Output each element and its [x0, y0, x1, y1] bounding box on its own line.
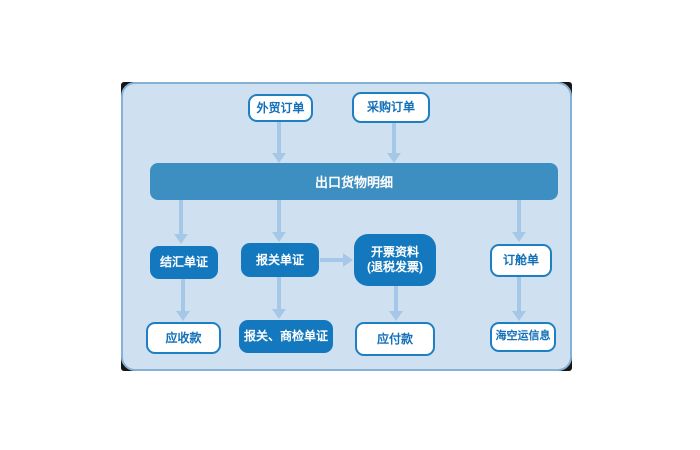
arrow-invoice-to-payables — [389, 286, 403, 321]
node-invoice-info-line1: 开票资料 — [370, 245, 419, 259]
node-receivables: 应收款 — [146, 322, 221, 354]
arrow-customs-to-invoice — [320, 253, 353, 267]
bar-export-goods-detail: 出口货物明细 — [150, 163, 558, 200]
arrow-settlement-to-receivables — [176, 279, 190, 321]
node-sea-air-freight-info: 海空运信息 — [490, 322, 556, 352]
node-purchase-order: 采购订单 — [352, 92, 430, 123]
arrow-customs-to-inspection — [272, 277, 286, 319]
flowchart-panel-shadow: 外贸订单 采购订单 出口货物明细 结汇单证 报关单证 开票资料 (退税发票) — [121, 82, 572, 371]
node-invoice-info-line2: (退税发票) — [367, 260, 423, 274]
node-foreign-trade-order: 外贸订单 — [248, 94, 313, 122]
node-customs-docs: 报关单证 — [241, 243, 319, 277]
node-invoice-info: 开票资料 (退税发票) — [354, 234, 436, 286]
arrow-foreign-trade-to-detail — [272, 122, 286, 163]
arrow-detail-to-settlement — [174, 200, 188, 244]
node-customs-inspection-docs: 报关、商检单证 — [239, 320, 333, 353]
arrow-purchase-to-detail — [387, 123, 401, 163]
node-booking-note: 订舱单 — [490, 244, 552, 277]
arrow-detail-to-booking — [512, 200, 526, 242]
arrow-booking-to-freight — [512, 277, 526, 321]
flowchart-panel: 外贸订单 采购订单 出口货物明细 结汇单证 报关单证 开票资料 (退税发票) — [121, 82, 572, 371]
arrow-detail-to-customs — [272, 200, 286, 242]
node-settlement-docs: 结汇单证 — [150, 246, 218, 279]
node-payables: 应付款 — [355, 322, 435, 356]
